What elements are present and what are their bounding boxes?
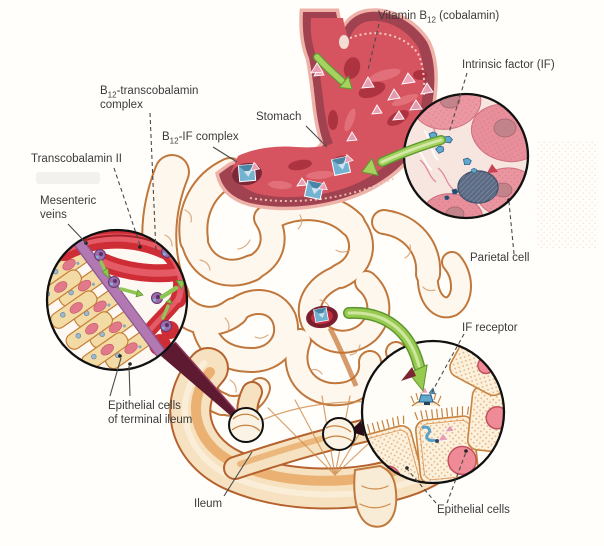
label-vitamin-b12: Vitamin B12 (cobalamin) bbox=[378, 10, 500, 25]
if-secretion-arrow-icon bbox=[361, 135, 446, 177]
label-epithelial-cells: Epithelial cells bbox=[437, 504, 510, 516]
leader-epithelial-terminal-b bbox=[128, 365, 131, 397]
callout-mesenteric-veins bbox=[45, 228, 189, 372]
label-ileum: Ileum bbox=[194, 498, 223, 510]
leader-transcobalamin-ii bbox=[113, 167, 142, 249]
magnifier-spot-left bbox=[228, 407, 264, 443]
vessel-wall bbox=[63, 230, 177, 370]
leader-intrinsic-factor bbox=[448, 72, 468, 134]
if-molecule-icons bbox=[428, 131, 478, 200]
leader-epithelial-terminal-a bbox=[109, 357, 122, 397]
leader-lines bbox=[67, 23, 515, 504]
magnifier-spot-right bbox=[322, 417, 356, 451]
swallow-arrow-icon bbox=[310, 53, 353, 90]
wedge-highlight bbox=[174, 341, 237, 412]
cecum bbox=[353, 464, 398, 528]
leader-epithelial-cells-a bbox=[406, 468, 437, 504]
label-transcobalamin-ii: Transcobalamin II bbox=[31, 153, 122, 165]
docking-arrow-icon bbox=[401, 367, 416, 381]
label-stomach: Stomach bbox=[256, 111, 302, 123]
vitamin-b12-triangle-icons bbox=[296, 66, 434, 187]
wedge-connector-left bbox=[161, 342, 236, 416]
if-receptor-icon bbox=[410, 386, 442, 407]
leader-stomach bbox=[305, 125, 328, 148]
leader-epithelial-cells-b bbox=[446, 451, 467, 504]
b12-if-complex-icons bbox=[237, 153, 354, 201]
ileum-opening bbox=[306, 305, 359, 387]
label-b12-if-complex: B12-IF complex bbox=[162, 131, 239, 146]
leader-b12-if-complex bbox=[212, 146, 238, 163]
b12-complex-between-cells bbox=[421, 424, 455, 443]
background-texture bbox=[536, 140, 598, 250]
absorption-arrow-icon bbox=[343, 306, 428, 393]
label-parietal-cell: Parietal cell bbox=[470, 252, 530, 264]
leader-mesenteric-veins bbox=[67, 223, 87, 244]
terminal-ileum-cells bbox=[47, 247, 153, 370]
label-if-receptor: IF receptor bbox=[462, 322, 518, 334]
label-intrinsic-factor: Intrinsic factor (IF) bbox=[462, 59, 555, 71]
leader-b12-transcobalamin bbox=[149, 112, 157, 253]
intestine-fold-lines bbox=[164, 209, 436, 393]
b12-if-complex-icon bbox=[313, 307, 329, 323]
stomach-lumen bbox=[231, 18, 424, 198]
stomach-light-streaks bbox=[268, 68, 419, 190]
faded-artifact bbox=[36, 172, 100, 184]
leader-vitamin-b12 bbox=[367, 23, 380, 71]
vein-flow-arrow-icons bbox=[99, 260, 186, 320]
leader-ileum bbox=[223, 451, 253, 497]
leader-parietal-cell bbox=[508, 201, 515, 255]
